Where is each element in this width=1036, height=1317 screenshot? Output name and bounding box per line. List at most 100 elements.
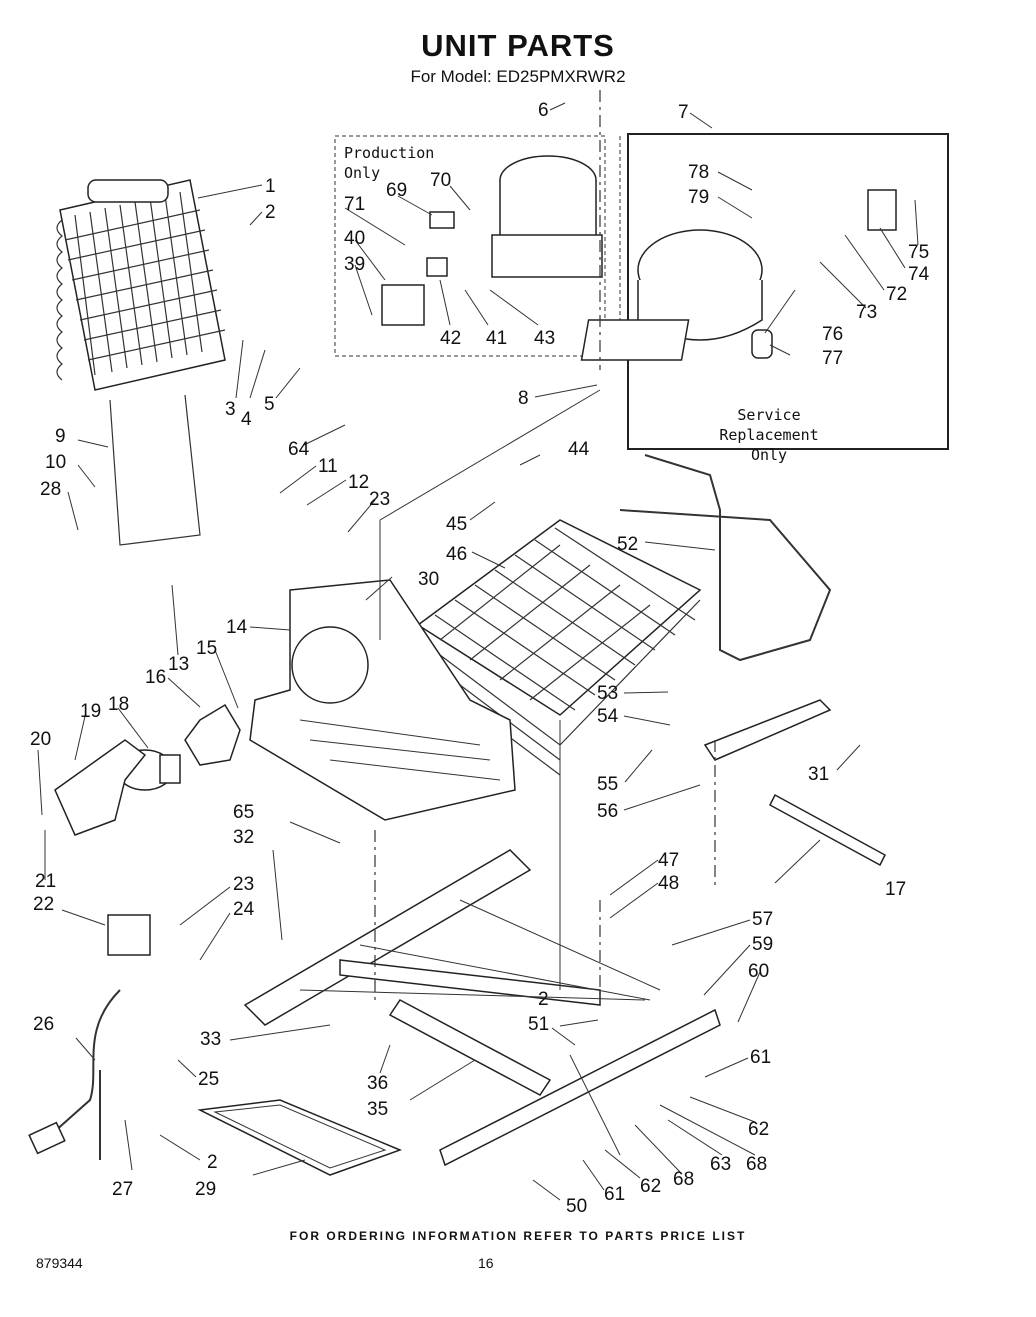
callout-29: 29	[195, 1179, 216, 1200]
callout-23a: 23	[369, 489, 390, 510]
callout-25: 25	[198, 1069, 219, 1090]
service-replacement-label: Service Replacement Only	[719, 406, 819, 464]
callout-17: 17	[885, 879, 906, 900]
callout-20: 20	[30, 729, 51, 750]
callout-2b: 2	[538, 989, 549, 1010]
callout-8: 8	[518, 388, 529, 409]
callout-14: 14	[226, 617, 248, 638]
model-subtitle: For Model: ED25PMXRWR2	[410, 67, 626, 86]
callout-62a: 62	[748, 1119, 769, 1140]
callout-61b: 61	[604, 1184, 625, 1205]
callout-11: 11	[318, 456, 338, 477]
callout-28: 28	[40, 479, 61, 500]
box-22-drawing	[107, 914, 151, 956]
callout-44: 44	[568, 439, 590, 460]
leader-lines	[37, 102, 919, 1201]
callout-26: 26	[33, 1014, 54, 1035]
callout-72: 72	[886, 284, 907, 305]
callout-56: 56	[597, 801, 618, 822]
production-only-label: Production Only	[344, 144, 435, 182]
callout-50: 50	[566, 1196, 587, 1217]
callout-12: 12	[348, 472, 369, 493]
fan-bracket-drawing	[249, 579, 516, 821]
callout-32: 32	[233, 827, 254, 848]
callout-18: 18	[108, 694, 129, 715]
callout-5: 5	[264, 394, 275, 415]
heater-wire-drawing	[109, 394, 201, 546]
callout-54: 54	[597, 706, 619, 727]
callout-19: 19	[80, 701, 101, 722]
callout-57: 57	[752, 909, 773, 930]
condenser-coil-drawing	[56, 179, 226, 391]
callout-7: 7	[678, 102, 689, 123]
defrost-bar-drawing	[769, 793, 886, 867]
callout-45: 45	[446, 514, 467, 535]
callout-64: 64	[288, 439, 310, 460]
callout-35: 35	[367, 1099, 388, 1120]
ordering-footer: FOR ORDERING INFORMATION REFER TO PARTS …	[289, 1229, 747, 1243]
callout-39: 39	[344, 254, 365, 275]
callout-30: 30	[418, 569, 439, 590]
callout-42: 42	[440, 328, 461, 349]
callout-73: 73	[856, 302, 877, 323]
callout-27: 27	[112, 1179, 133, 1200]
callout-55: 55	[597, 774, 618, 795]
page-number: 16	[478, 1255, 494, 1271]
callout-6: 6	[538, 100, 549, 121]
callout-15: 15	[196, 638, 217, 659]
callout-4: 4	[241, 409, 252, 430]
callout-33: 33	[200, 1029, 221, 1050]
callout-46: 46	[446, 544, 467, 565]
callout-59: 59	[752, 934, 773, 955]
power-cord-drawing	[44, 989, 121, 1160]
callout-40: 40	[344, 228, 365, 249]
callout-69: 69	[386, 180, 407, 201]
fan-motor-drawing	[54, 703, 241, 836]
callout-43: 43	[534, 328, 555, 349]
channel-drawing	[703, 699, 832, 761]
base-frame-drawing	[243, 849, 721, 1167]
callout-71: 71	[344, 194, 365, 215]
drain-pan-drawing	[197, 1099, 403, 1176]
callout-10: 10	[45, 452, 66, 473]
callout-1: 1	[265, 176, 276, 197]
document-number: 879344	[36, 1255, 83, 1271]
service-replacement-box	[627, 133, 949, 450]
callout-23b: 23	[233, 874, 254, 895]
page-title: UNIT PARTS	[421, 28, 615, 63]
callout-9: 9	[55, 426, 66, 447]
callout-63: 63	[710, 1154, 731, 1175]
callout-3: 3	[225, 399, 236, 420]
callout-51: 51	[528, 1014, 549, 1035]
starter-relay-drawing	[381, 284, 425, 326]
callout-47: 47	[658, 850, 679, 871]
callout-48: 48	[658, 873, 679, 894]
callout-77: 77	[822, 348, 843, 369]
callout-75: 75	[908, 242, 929, 263]
callout-74: 74	[908, 264, 930, 285]
callout-2: 2	[265, 202, 276, 223]
callout-65: 65	[233, 802, 254, 823]
callout-70: 70	[430, 170, 451, 191]
callout-24: 24	[233, 899, 255, 920]
callout-62b: 62	[640, 1176, 661, 1197]
callout-60: 60	[748, 961, 769, 982]
tubing-drawing	[619, 454, 832, 662]
callout-52: 52	[617, 534, 638, 555]
callout-13: 13	[168, 654, 189, 675]
callout-31: 31	[808, 764, 829, 785]
callout-21: 21	[35, 871, 56, 892]
callout-68a: 68	[673, 1169, 694, 1190]
compressor-production-drawing	[491, 155, 603, 278]
callout-36: 36	[367, 1073, 388, 1094]
callout-numbers: 1 2 3 4 5 6 7 8 9 10 11 12 13 14 15 17 1…	[30, 100, 930, 1217]
callout-76: 76	[822, 324, 843, 345]
callout-22: 22	[33, 894, 54, 915]
callout-61a: 61	[750, 1047, 771, 1068]
compressor-service-drawing	[580, 229, 773, 361]
production-only-box	[334, 135, 606, 357]
callout-79: 79	[688, 187, 709, 208]
callout-68b: 68	[746, 1154, 767, 1175]
